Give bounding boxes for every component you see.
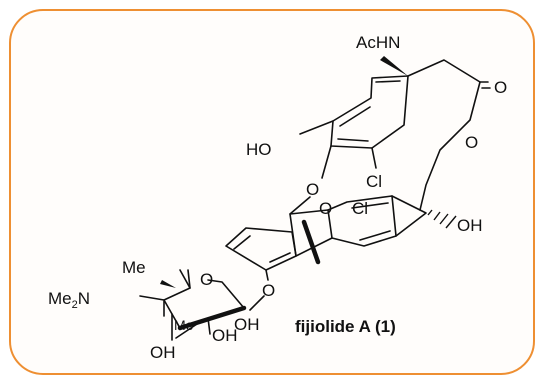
label-glycosidic-o: O (262, 281, 275, 300)
label-me2n: Me2N (48, 289, 90, 311)
ho-bond (299, 120, 334, 135)
label-me-top: Me (122, 258, 146, 277)
sugar-bold-edge (177, 305, 247, 331)
me2n-nitrogen: N (78, 289, 90, 308)
cyclopentadiene-ring (225, 227, 297, 271)
me2n-main: Me (48, 289, 72, 308)
label-oh-side: OH (457, 216, 483, 235)
ether-bonds (289, 145, 332, 215)
label-bridge-o: O (319, 199, 332, 218)
wedge-me-top (160, 280, 176, 288)
figure-frame (9, 9, 535, 375)
label-oh-c2: OH (234, 315, 260, 334)
upper-ring-double-bonds (337, 80, 401, 142)
label-achn: AcHN (356, 33, 400, 52)
carbonyl-double-bond (479, 81, 491, 89)
label-cl-upper: Cl (366, 172, 382, 191)
upper-aromatic-ring (330, 75, 409, 149)
wedge-nhac (380, 56, 408, 76)
label-ho-phenol: HO (246, 140, 272, 159)
label-cl-lower: Cl (352, 199, 368, 218)
compound-caption: fijiolide A (1) (295, 317, 396, 336)
label-carbonyl-o: O (494, 78, 507, 97)
label-ester-o: O (465, 133, 478, 152)
cyclopentadiene-double-bonds (233, 235, 291, 263)
glycosidic-bond (249, 269, 269, 311)
label-oh-bottom: OH (150, 343, 176, 362)
bridge-bold-bond (301, 219, 321, 265)
label-me-axial: Me (174, 317, 194, 333)
lower-ring-side-chain (391, 195, 427, 237)
cl-upper-bond (371, 147, 377, 169)
lower-ring-double-bonds (351, 202, 391, 241)
me2n-subscript: 2 (72, 299, 78, 311)
sugar-substituents (139, 269, 211, 341)
bond-layer (139, 59, 491, 341)
label-ring-o: O (200, 270, 213, 289)
macrocycle-chain-top (407, 59, 481, 211)
hash-oh (427, 209, 457, 229)
label-ether-o: O (306, 180, 319, 199)
label-oh-c3: OH (212, 326, 238, 345)
